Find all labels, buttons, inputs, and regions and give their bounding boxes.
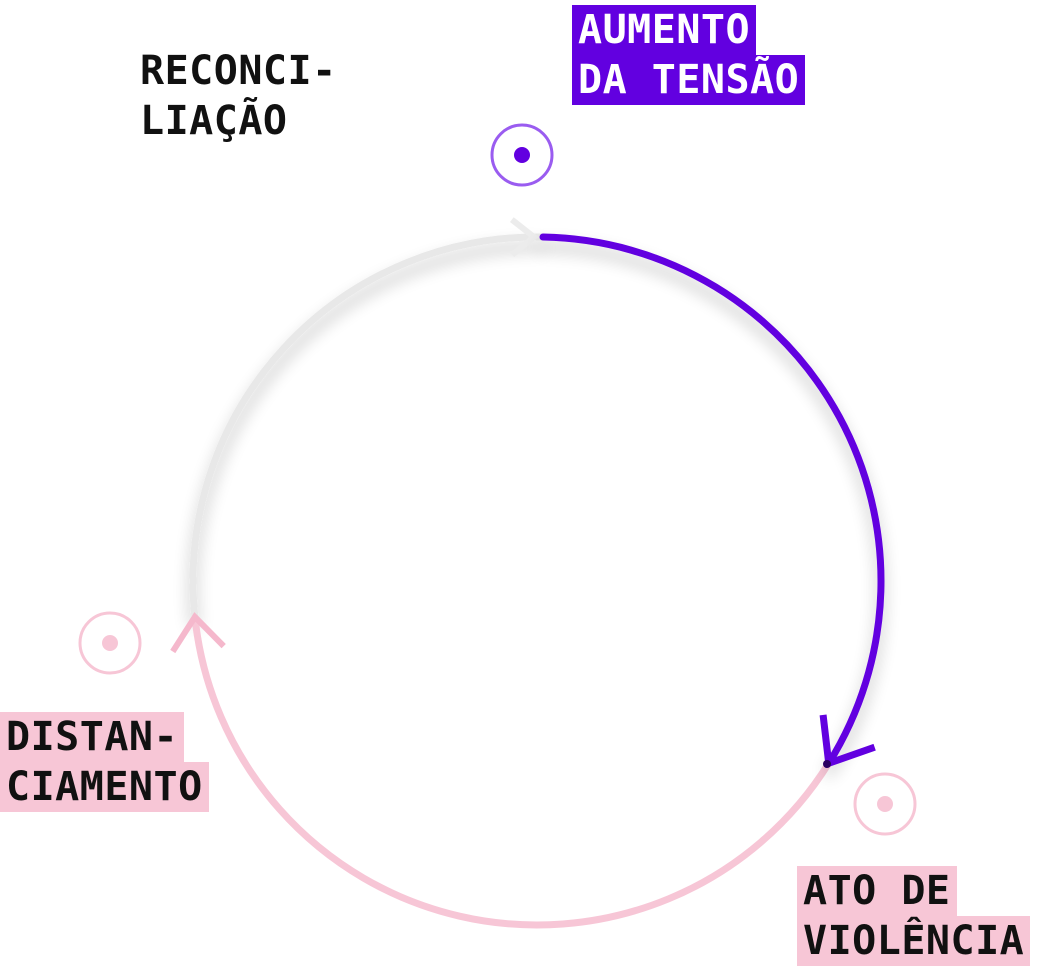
label-line: DISTAN- xyxy=(6,714,179,760)
label-line: ATO DE xyxy=(803,868,951,914)
distancing-arrowhead xyxy=(170,612,226,654)
reconciliation-arrowhead xyxy=(509,217,539,258)
label-line: LIAÇÃO xyxy=(140,98,288,144)
label-reconciliation: RECONCI- LIAÇÃO xyxy=(134,46,343,146)
label-violence: ATO DE VIOLÊNCIA xyxy=(797,866,1031,966)
label-line: VIOLÊNCIA xyxy=(803,918,1025,964)
reconciliation-arc xyxy=(189,233,544,618)
label-distancing: DISTAN- CIAMENTO xyxy=(0,712,209,812)
label-line: RECONCI- xyxy=(140,48,337,94)
violence-marker-icon xyxy=(853,772,917,836)
violence-point xyxy=(823,760,831,768)
distancing-marker-icon xyxy=(78,611,142,675)
tension-arc xyxy=(539,233,885,767)
label-line: DA TENSÃO xyxy=(578,57,800,103)
label-tension: AUMENTO DA TENSÃO xyxy=(572,5,806,105)
label-line: CIAMENTO xyxy=(6,764,203,810)
label-line: AUMENTO xyxy=(578,7,751,53)
distancing-arc xyxy=(191,616,832,929)
tension-marker-icon xyxy=(490,123,554,187)
